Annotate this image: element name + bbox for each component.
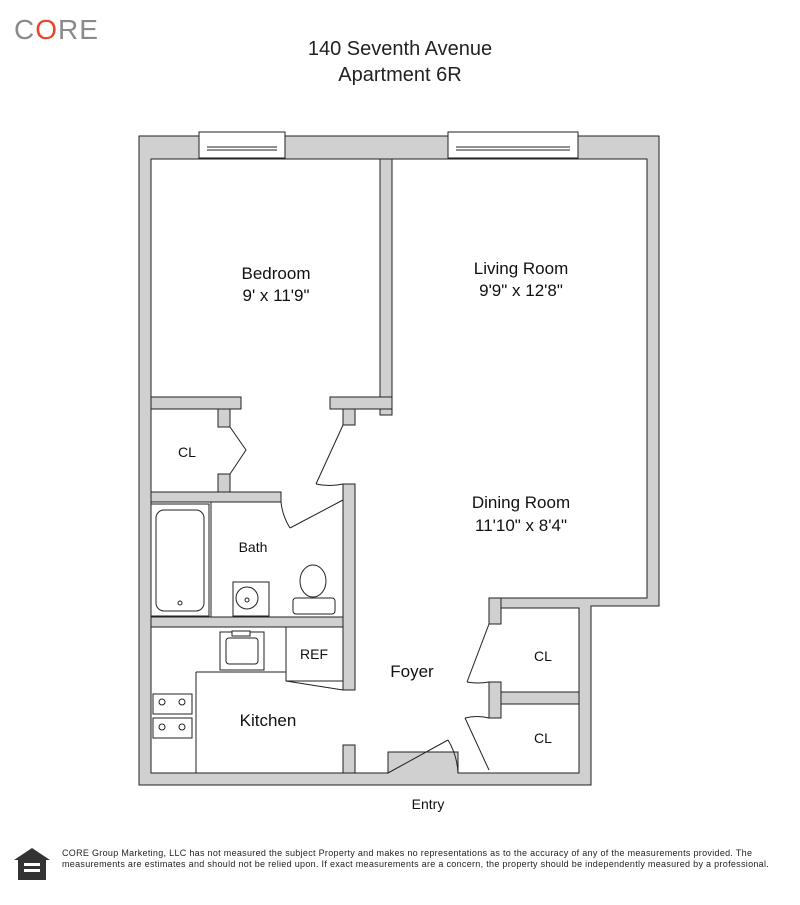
kitchen-fixtures	[152, 626, 344, 773]
disclaimer-text: CORE Group Marketing, LLC has not measur…	[62, 848, 770, 869]
toilet	[299, 564, 327, 598]
entry-label: Entry	[412, 796, 445, 812]
bedroom-window	[198, 131, 286, 159]
bedroom-door	[315, 424, 344, 485]
address-line-1: 140 Seventh Avenue	[307, 38, 493, 60]
equal-housing-opportunity-icon	[14, 848, 50, 880]
bath-fixtures	[150, 502, 336, 617]
interior-walls	[150, 158, 580, 774]
core-logo: CORE	[14, 14, 99, 46]
bath-door	[289, 499, 344, 529]
address-line-2: Apartment 6R	[338, 64, 462, 86]
bedroom-closet-door	[229, 426, 247, 475]
refrigerator-label: REF	[300, 646, 328, 662]
foyer-closet-upper-door	[466, 623, 490, 683]
kitchen-label: Kitchen	[240, 711, 297, 730]
entry-door	[387, 739, 449, 774]
exterior-walls	[138, 135, 660, 786]
foyer-label: Foyer	[390, 662, 434, 681]
foyer-closet-lower-label: CL	[534, 730, 552, 746]
dining-room-size: 11'10" x 8'4"	[475, 516, 567, 535]
living-room-window	[447, 131, 579, 159]
dining-room-label: Dining Room	[472, 493, 570, 512]
stove	[152, 693, 193, 715]
bedroom-size: 9' x 11'9"	[242, 286, 309, 305]
logo-c: C	[14, 14, 36, 45]
foyer-closet-upper-label: CL	[534, 648, 552, 664]
doors	[229, 424, 490, 774]
refrigerator	[285, 626, 344, 682]
living-room-size: 9'9" x 12'8"	[479, 281, 563, 300]
bath-label: Bath	[239, 539, 268, 555]
logo-o: O	[35, 14, 59, 45]
windows	[198, 131, 579, 159]
living-room-label: Living Room	[474, 259, 569, 278]
bedroom-closet-label: CL	[178, 444, 196, 460]
logo-re: RE	[58, 14, 99, 45]
bedroom-label: Bedroom	[242, 264, 311, 283]
foyer-closet-lower-door	[464, 717, 490, 771]
